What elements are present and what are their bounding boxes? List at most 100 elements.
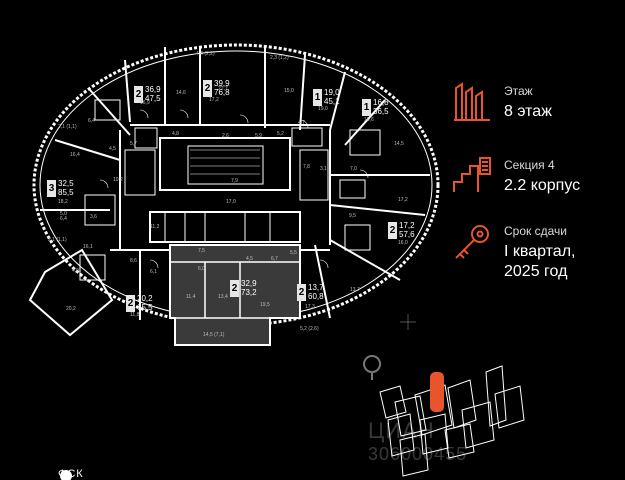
floor-label: Этаж xyxy=(504,84,533,98)
section-label: Секция 4 xyxy=(504,158,555,172)
living-area: 16,8 xyxy=(373,98,389,107)
room-dimension: 9,5 xyxy=(349,213,356,219)
room-dimension: 6,1 xyxy=(150,269,157,275)
room-dimension: 17,2 xyxy=(398,197,408,203)
room-dimension: 14,6 xyxy=(176,90,186,96)
floor-icon xyxy=(454,82,490,121)
room-dimension: 17,3 xyxy=(305,304,315,310)
room-count: 2 xyxy=(126,295,135,312)
room-dimension: 13,4 xyxy=(218,294,228,300)
room-dimension: 6,4 xyxy=(88,118,95,124)
total-area: 73,2 xyxy=(241,288,257,297)
room-dimension: 8,6 xyxy=(130,258,137,264)
room-dimension: 5,9 xyxy=(255,133,262,139)
room-dimension: 16,1 xyxy=(83,244,93,250)
total-area: 76,8 xyxy=(214,88,230,97)
room-count: 2 xyxy=(203,80,212,97)
room-dimension: 5,2 xyxy=(277,131,284,137)
room-dimension: 7,5 xyxy=(198,248,205,254)
room-dimension: 7,9 xyxy=(231,178,238,184)
compass-icon xyxy=(400,314,416,330)
room-count: 2 xyxy=(134,86,143,103)
room-dimension: 14,5 xyxy=(394,141,404,147)
room-dimension: 4,5 xyxy=(246,256,253,262)
building-minimap xyxy=(379,365,525,477)
delivery-label: Срок сдачи xyxy=(504,224,567,238)
room-dimension: 11,2 xyxy=(150,224,160,230)
room-dimension: 16,4 xyxy=(70,152,80,158)
room-dimension: 5,0 xyxy=(60,211,67,217)
living-area: 39,9 xyxy=(214,79,230,88)
room-dimension: 7,8 xyxy=(303,164,310,170)
total-area: 65,5 xyxy=(137,303,153,312)
room-dimension: 4,4 (2,2) xyxy=(196,51,215,57)
room-dimension: 19,5 xyxy=(260,302,270,308)
room-dimension: 6,7 xyxy=(271,256,278,262)
room-dimension: 7,0 xyxy=(350,166,357,172)
room-dimension: 4,5 xyxy=(109,146,116,152)
key-icon xyxy=(455,225,489,259)
living-area: 32,5 xyxy=(58,179,74,188)
living-area: 13,7 xyxy=(308,283,324,292)
watermark-line: 306000455 xyxy=(368,444,468,464)
living-area: 36,9 xyxy=(145,85,161,94)
total-area: 45,1 xyxy=(324,97,340,106)
balcony xyxy=(28,248,114,337)
room-dimension: 17,2 xyxy=(209,97,219,103)
room-count: 1 xyxy=(313,89,322,106)
delivery-value-line1: I квартал, xyxy=(504,243,576,260)
section-value: 2.2 корпус xyxy=(504,177,581,194)
brand-name: ФСК xyxy=(58,468,84,480)
total-area: 57,6 xyxy=(399,230,415,239)
room-dimension: 16,0 xyxy=(398,240,408,246)
room-dimension: 3,1 xyxy=(320,166,327,172)
total-area: 47,5 xyxy=(145,94,161,103)
watermark-line: ЦИАН xyxy=(368,418,435,443)
room-dimension: 15,0 xyxy=(284,88,294,94)
delivery-value-line2: 2025 год xyxy=(504,263,568,280)
room-dimension: 13,7 xyxy=(350,287,360,293)
room-count: 2 xyxy=(388,222,397,239)
room-dimension: 4,7 xyxy=(298,120,305,126)
room-dimension: 19,0 xyxy=(318,106,328,112)
section-icon xyxy=(453,157,491,192)
room-dimension: 10,2 xyxy=(113,177,123,183)
room-count: 3 xyxy=(47,180,56,197)
living-area: 20,2 xyxy=(137,294,153,303)
room-dimension: 17,0 xyxy=(226,199,236,205)
room-dimension: 2,1 (1,1) xyxy=(58,124,77,130)
room-dimension: 2,1 (1,1) xyxy=(48,237,67,243)
room-dimension: 4,9 xyxy=(72,268,79,274)
total-area: 36,5 xyxy=(373,107,389,116)
total-area: 85,5 xyxy=(58,188,74,197)
room-dimension: 5,2 (2,6) xyxy=(300,326,319,332)
room-dimension: 22,7 xyxy=(218,86,228,92)
living-area: 17,2 xyxy=(399,221,415,230)
room-dimension: 6,0 xyxy=(198,266,205,272)
room-dimension: 6,4 xyxy=(60,216,67,222)
room-dimension: 3,6 xyxy=(90,214,97,220)
selected-building-marker xyxy=(430,372,444,412)
room-dimension: 16,6 xyxy=(364,117,374,123)
room-dimension: 2,3 (1,2) xyxy=(270,55,289,61)
room-count: 2 xyxy=(230,280,239,297)
room-dimension: 11,4 xyxy=(186,294,196,300)
living-area: 19,0 xyxy=(324,88,340,97)
room-dimension: 5,7 xyxy=(130,141,137,147)
room-count: 1 xyxy=(362,99,371,116)
room-dimension: 18,2 xyxy=(58,199,68,205)
total-area: 60,8 xyxy=(308,292,324,301)
room-dimension: 2,6 xyxy=(222,133,229,139)
brand-logo-icon xyxy=(60,470,72,480)
room-dimension: 4,8 xyxy=(172,131,179,137)
elevator-core xyxy=(159,137,291,191)
room-dimension: 5,5 xyxy=(290,250,297,256)
floor-value: 8 этаж xyxy=(504,103,552,120)
room-dimension: 16,9 xyxy=(140,100,150,106)
room-dimension: 20,2 xyxy=(66,306,76,312)
living-area: 32,9 xyxy=(241,279,257,288)
room-dimension: 11,8 xyxy=(130,312,140,318)
pin-icon xyxy=(363,355,381,380)
